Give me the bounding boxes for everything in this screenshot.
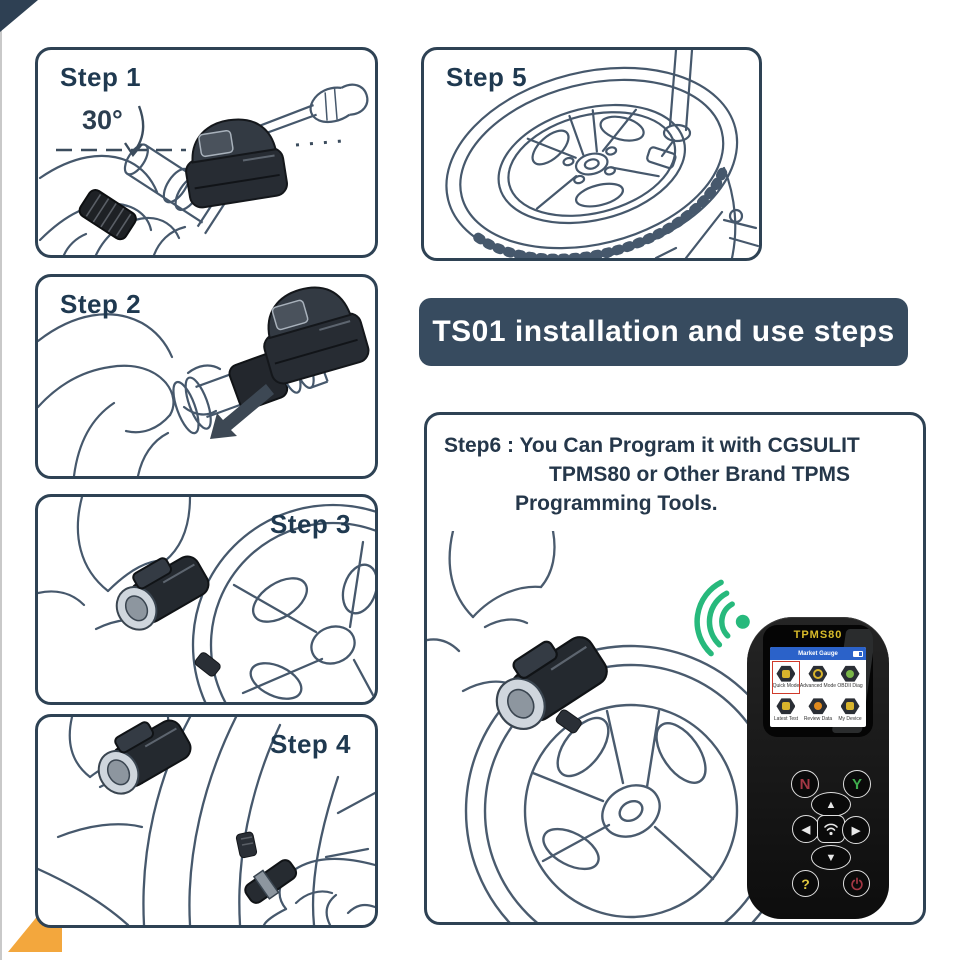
direction-arrow [210,384,274,439]
signal-test-button [817,815,845,843]
tpms-sensor [263,286,370,385]
wifi-icon [824,823,838,836]
wheel-rim [464,644,773,922]
menu-item-latest-test: Latest Test [772,694,800,727]
right-button: ▶ [842,816,870,844]
valve-hole [235,831,258,859]
hand-outline [38,313,222,476]
screen-menu-grid: Quick Mode Advanced Mode OBDII Diag [770,660,866,727]
tpms-sensor [495,636,608,730]
step6-panel: Step6 : You Can Program it with CGSULIT … [424,412,926,925]
device-brand-label: TPMS80 [793,629,843,641]
tpms-sensor [115,555,210,631]
yes-button: Y [843,770,871,798]
tpms-sensor [185,118,288,209]
step6-line3: Programming Tools. [515,492,718,515]
angle-arrow [132,105,145,154]
device-screen-bezel: TPMS80 Market Gauge Quick Mode Advan [763,625,873,737]
valve-hole [555,709,582,734]
step5-illustration [445,50,759,258]
step5-label: Step 5 [446,62,528,92]
step6-wheel-illustration [427,531,773,922]
my-device-icon [840,698,860,715]
step6-text: Step6 : You Can Program it with CGSULIT … [427,431,923,518]
angle-label: 30° [82,105,123,135]
up-button: ▲ [811,792,851,817]
step3-illustration [38,497,375,702]
wheel-rim [38,717,375,925]
left-button: ◀ [792,815,820,843]
no-button: N [791,770,819,798]
step6-line1: Step6 : You Can Program it with CGSULIT [444,434,860,457]
obdii-diag-icon [840,665,860,682]
battery-icon [853,651,863,657]
step3-label: Step 3 [269,509,351,539]
step4-label: Step 4 [269,729,351,759]
page-title: TS01 installation and use steps [432,315,895,348]
hand-outline [427,531,556,693]
review-data-icon [808,698,828,715]
step2-illustration [38,286,370,476]
corner-triangle-top-left [0,0,38,32]
power-icon [850,877,863,890]
step2-label: Step 2 [60,289,142,319]
menu-item-obdii-diag: OBDII Diag [836,661,864,694]
help-button: ? [792,870,819,897]
screen-header-title: Market Gauge [798,650,838,657]
valve-cap [78,189,137,241]
step1-label: Step 1 [60,62,142,92]
valve-hole [194,652,221,677]
title-banner: TS01 installation and use steps [419,298,908,366]
menu-item-my-device: My Device [836,694,864,727]
menu-item-review-data: Review Data [800,694,836,727]
power-button [843,870,870,897]
screen-header-bar: Market Gauge [770,647,866,660]
tpms80-device: TPMS80 Market Gauge Quick Mode Advan [747,617,889,919]
advanced-mode-icon [808,665,828,682]
quick-mode-icon [776,665,796,682]
step4-panel: Step 4 [35,714,378,928]
mounting-machine [604,50,759,258]
down-button: ▼ [811,845,851,870]
step4-illustration [38,717,375,925]
step5-panel: Step 5 [421,47,762,261]
menu-item-advanced-mode: Advanced Mode [800,661,836,694]
wireless-signal-icon [694,579,750,657]
step2-panel: Step 2 [35,274,378,479]
left-edge-line [0,0,2,960]
step6-line2: TPMS80 or Other Brand TPMS [549,463,851,486]
menu-item-quick-mode: Quick Mode [772,661,800,694]
step1-illustration [38,83,369,255]
valve-tool [244,859,298,904]
latest-test-icon [776,698,796,715]
wheel-rim [191,503,375,702]
step1-panel: 30° Step 1 [35,47,378,258]
device-screen: Market Gauge Quick Mode Advanced Mode [770,647,866,727]
tpms-sensor [97,719,192,795]
step3-panel: Step 3 [35,494,378,705]
